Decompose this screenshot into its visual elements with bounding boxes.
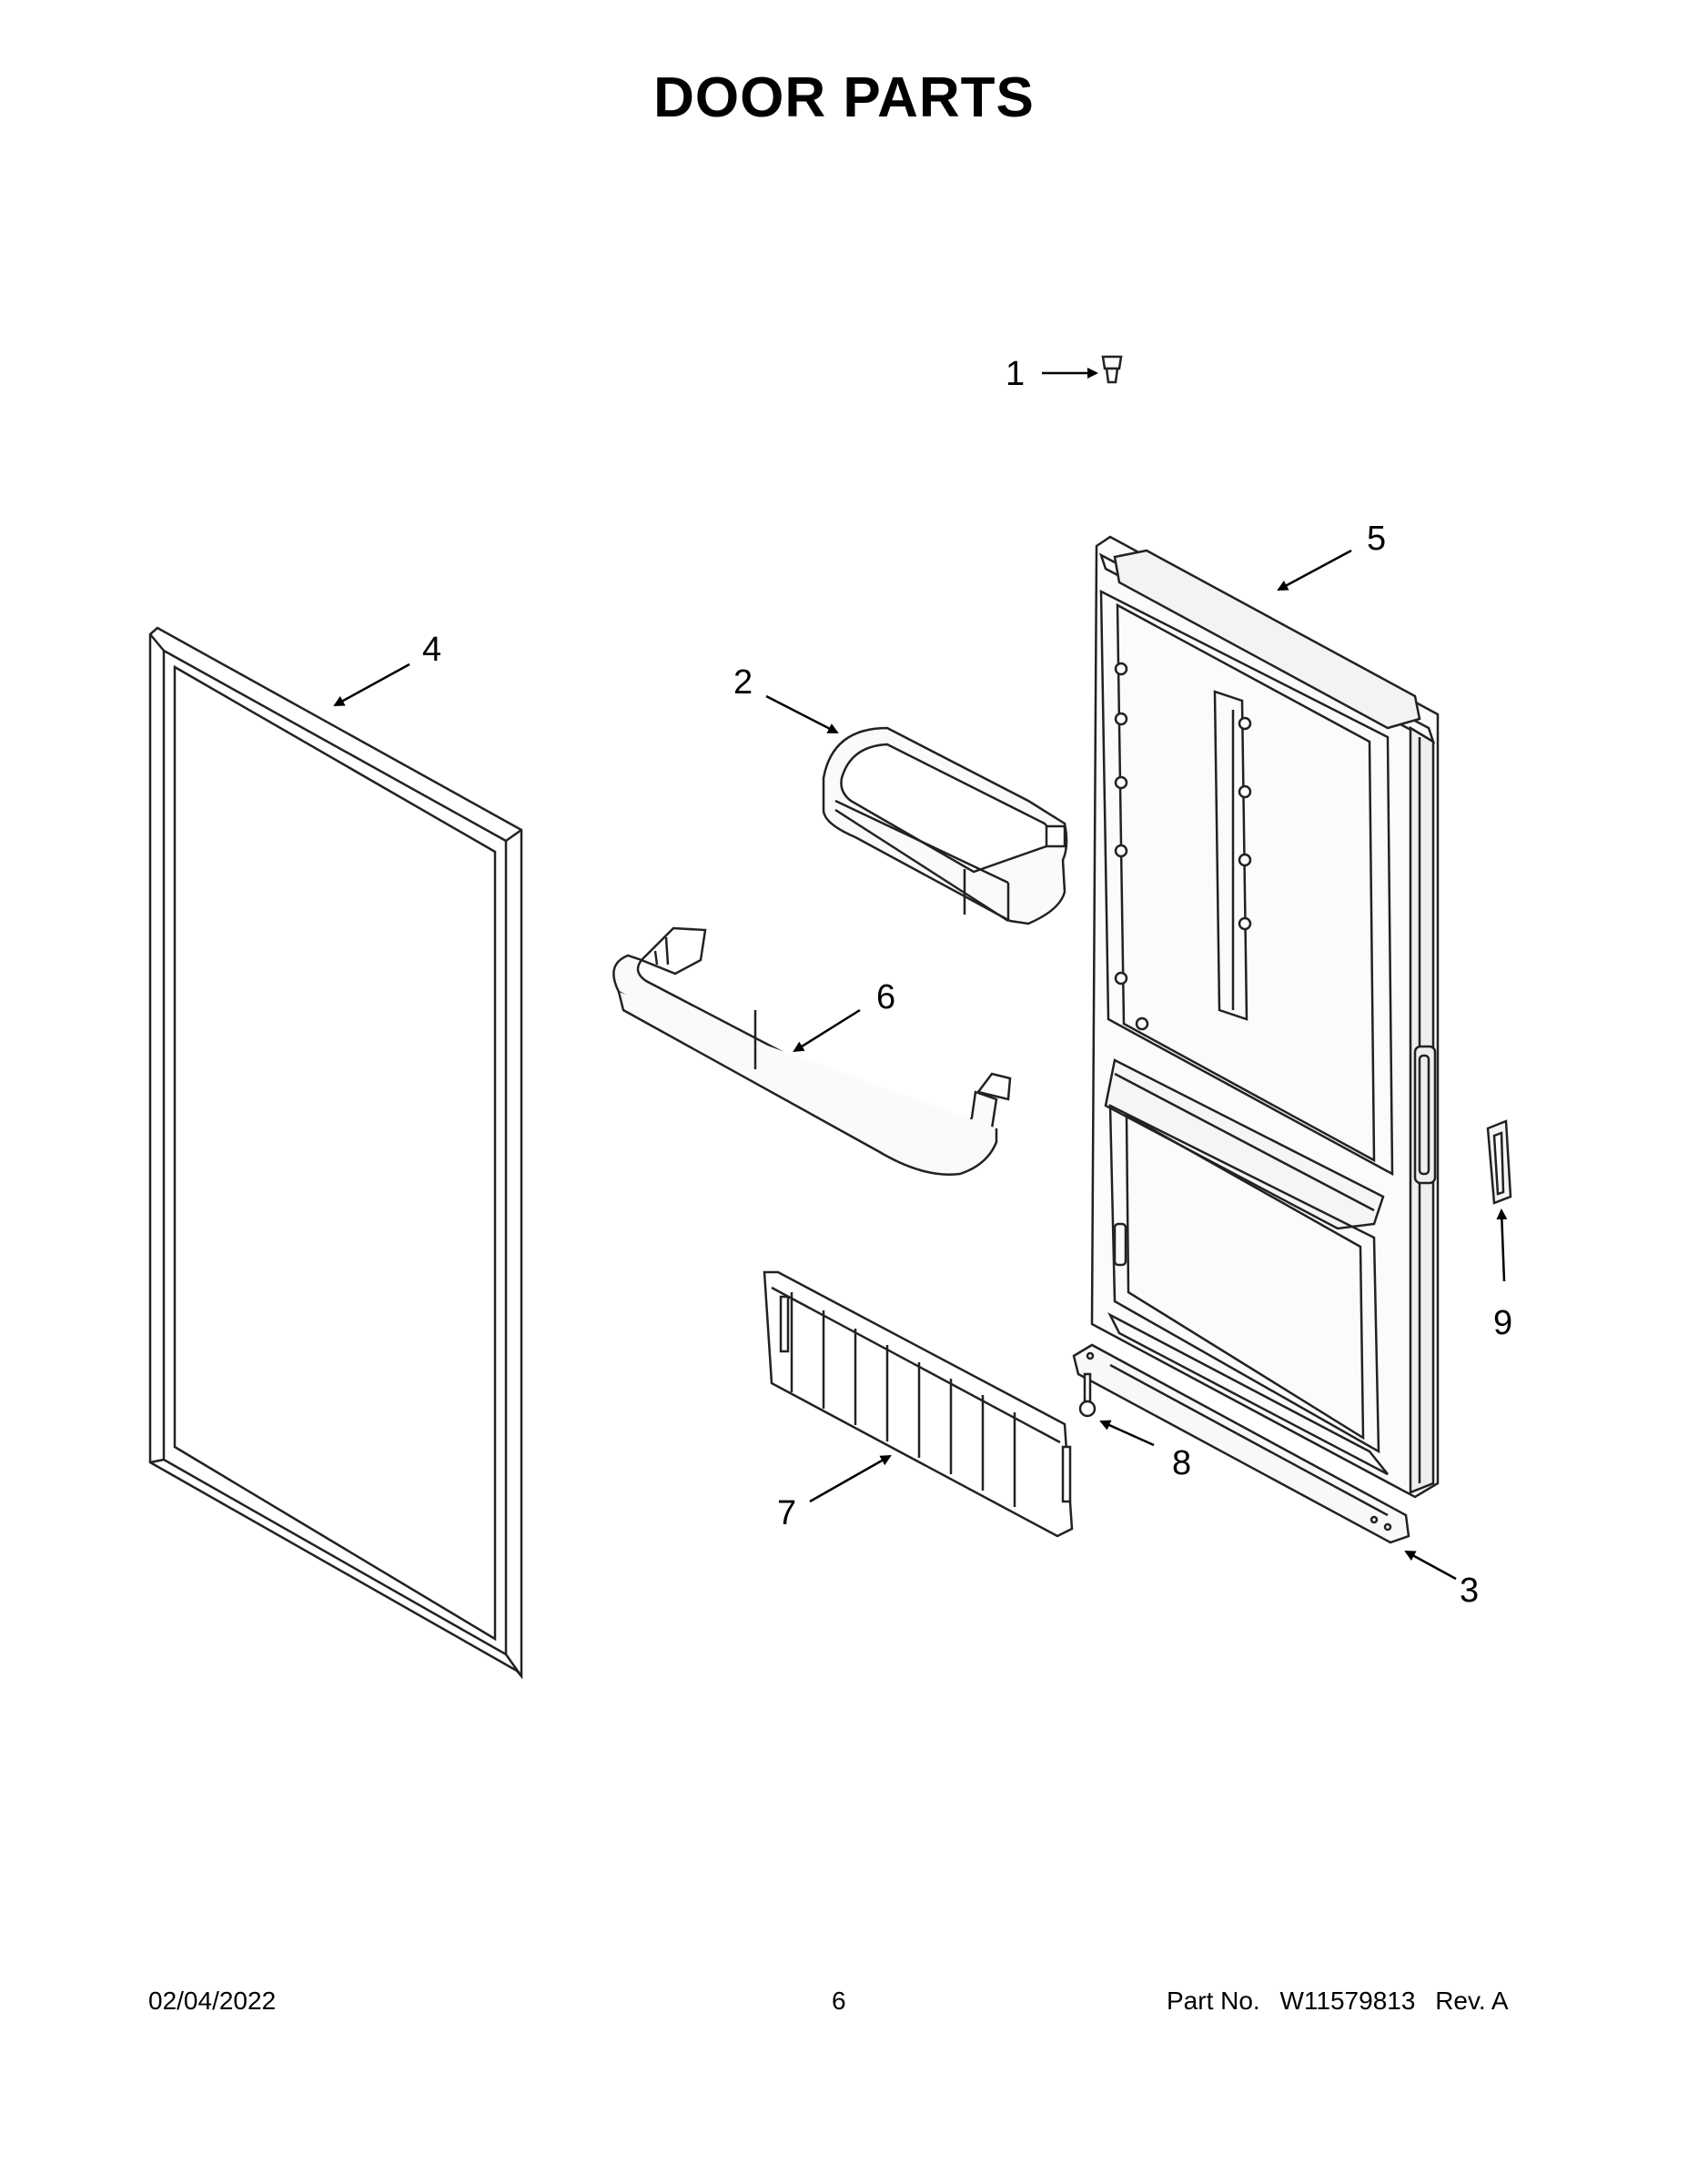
door-rail xyxy=(612,926,1012,1176)
door-bin xyxy=(822,726,1068,925)
door-gasket xyxy=(148,626,523,1680)
door-assembly xyxy=(1090,535,1440,1499)
callout-9: 9 xyxy=(1493,1304,1512,1342)
callout-4: 4 xyxy=(422,631,441,669)
callout-arrows xyxy=(333,368,1508,1581)
hinge-pin xyxy=(1101,355,1123,384)
callout-arrow-9 xyxy=(1496,1208,1508,1282)
callout-6: 6 xyxy=(876,978,895,1016)
callout-5: 5 xyxy=(1367,520,1386,558)
callout-2: 2 xyxy=(733,663,753,702)
footer-part-info: Part No. W11579813 Rev. A xyxy=(1167,1987,1521,2016)
page-title: DOOR PARTS xyxy=(653,66,1035,129)
screw xyxy=(1078,1372,1097,1418)
callout-1: 1 xyxy=(1006,355,1025,393)
shelf-divider xyxy=(763,1270,1074,1538)
footer-part-label: Part No. xyxy=(1167,1987,1260,2015)
handle-trim xyxy=(1486,1119,1512,1205)
footer-revision: Rev. A xyxy=(1435,1987,1509,2015)
bottom-hinge-bracket xyxy=(1072,1343,1410,1544)
callout-labels: 1 2 3 4 5 6 7 8 9 xyxy=(422,355,1512,1610)
callout-arrow-8 xyxy=(1099,1420,1155,1447)
footer-page-number: 6 xyxy=(832,1987,846,2015)
footer-date: 02/04/2022 xyxy=(148,1987,277,2015)
footer-part-number: W11579813 xyxy=(1279,1987,1416,2015)
callout-7: 7 xyxy=(777,1494,796,1532)
callout-3: 3 xyxy=(1460,1572,1479,1610)
callout-arrow-3 xyxy=(1404,1550,1457,1581)
callout-arrow-6 xyxy=(793,1008,861,1053)
callout-arrow-4 xyxy=(333,662,410,707)
callout-arrow-7 xyxy=(809,1454,892,1503)
callout-arrow-2 xyxy=(765,694,839,734)
callout-8: 8 xyxy=(1172,1444,1191,1482)
callout-arrow-5 xyxy=(1277,549,1352,592)
